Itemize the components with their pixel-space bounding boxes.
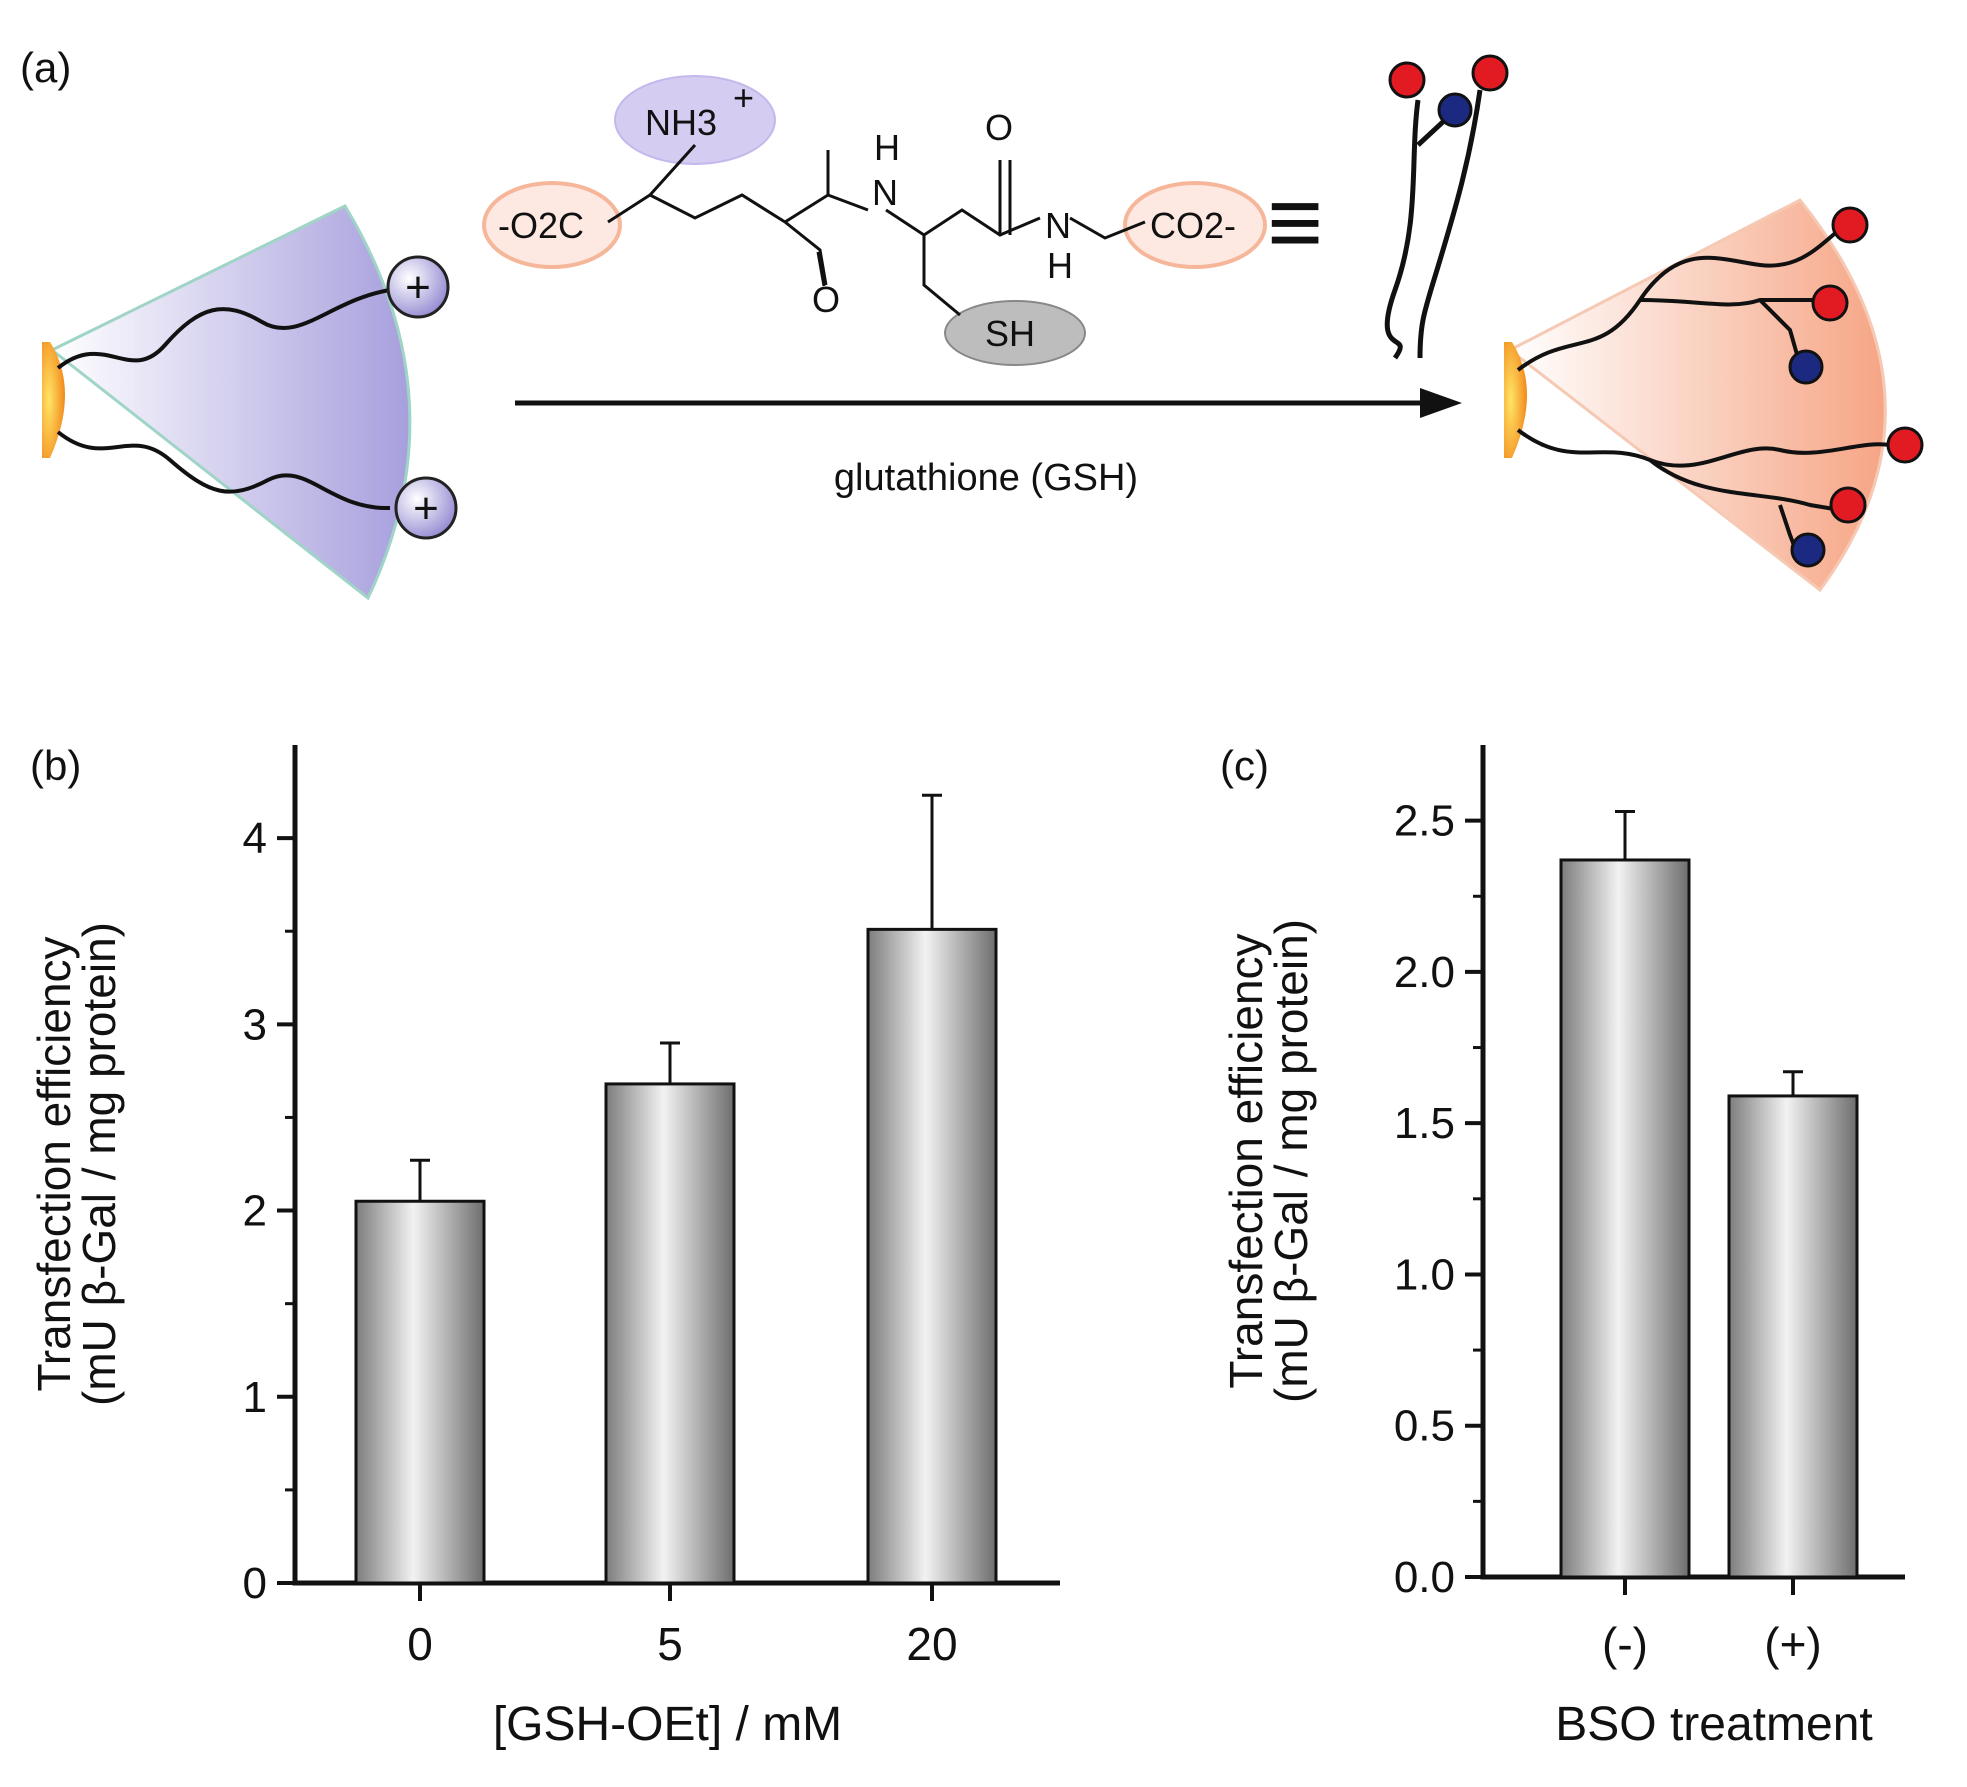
panel-b: (b) 0 1 2 3 4 0 5 20 [GSH-OEt] / mM Transfection … bbox=[28, 742, 1060, 1751]
zwitterion-red-2 bbox=[1811, 284, 1849, 322]
gold-core-left bbox=[42, 342, 65, 458]
chart-b-ylabel-line2: (mU β-Gal / mg protein) bbox=[73, 922, 125, 1406]
chem-o-carbonyl1: O bbox=[812, 279, 840, 320]
chart-c-ytick-label: 0.5 bbox=[1394, 1402, 1455, 1451]
cationic-shell bbox=[49, 204, 412, 601]
chart-b-ytick-label: 2 bbox=[243, 1187, 267, 1236]
thiol-highlight bbox=[944, 300, 1086, 366]
chart-c-ytick-label: 1.5 bbox=[1394, 1099, 1455, 1148]
carboxyl-right-highlight bbox=[1123, 181, 1267, 269]
chart-b-xtick-label: 5 bbox=[657, 1618, 683, 1670]
chem-carboxyl-left: -O2C bbox=[498, 205, 584, 246]
glutathione-structure: NH3 + -O2C CO2- N H N H O O SH bbox=[482, 75, 1267, 366]
chem-n-amide2: N bbox=[1045, 205, 1071, 246]
cationic-nanoparticle: + + bbox=[42, 204, 458, 601]
gsh-icon-carboxyl-left bbox=[1388, 61, 1426, 99]
reagent-label: glutathione (GSH) bbox=[834, 457, 1138, 499]
ligand-chain-lower bbox=[56, 430, 391, 511]
chart-c-error-bar bbox=[1783, 1070, 1803, 1096]
chart-c-xtick-label: (+) bbox=[1764, 1618, 1822, 1670]
chart-b-error-bar bbox=[922, 793, 942, 930]
chart-c-bar bbox=[1559, 858, 1691, 1579]
plus-sign-upper: + bbox=[405, 263, 431, 312]
reaction-arrowhead bbox=[1420, 388, 1462, 418]
plus-sign-lower: + bbox=[413, 484, 439, 533]
chart-c-ytick-label: 1.0 bbox=[1394, 1250, 1455, 1299]
chart-b-xtick-label: 20 bbox=[906, 1618, 957, 1670]
chart-b-error-bar bbox=[410, 1158, 430, 1202]
chart-c: 0.0 0.5 1.0 1.5 2.0 2.5 (-) (+) BSO treatment Tra… bbox=[1220, 745, 1905, 1751]
ligand-chain-upper bbox=[56, 288, 391, 370]
cationic-headgroup-upper bbox=[386, 255, 450, 319]
double-bond-1 bbox=[816, 251, 826, 287]
chem-nh3: NH3 bbox=[645, 102, 717, 143]
chart-c-xtick-label: (-) bbox=[1602, 1618, 1648, 1670]
chart-b-ylabel-line1: Transfection efficiency bbox=[28, 936, 80, 1391]
chem-o-carbonyl2: O bbox=[985, 107, 1013, 148]
chart-c-ytick-label: 2.5 bbox=[1394, 797, 1455, 846]
amine-highlight bbox=[614, 75, 776, 165]
carboxyl-left-highlight bbox=[482, 181, 622, 269]
chart-c-bar bbox=[1727, 1094, 1859, 1579]
chart-b: 0 1 2 3 4 0 5 20 [GSH-OEt] / mM Transfection effi… bbox=[28, 745, 1060, 1751]
chart-b-error-bar bbox=[660, 1041, 680, 1084]
panel-c-label: (c) bbox=[1220, 742, 1269, 789]
chem-h-amide1: H bbox=[874, 127, 900, 168]
chart-c-ylabel-line1: Transfection efficiency bbox=[1220, 933, 1272, 1388]
cationic-headgroup-lower bbox=[394, 476, 458, 540]
zwitterion-blue-1 bbox=[1788, 349, 1824, 385]
zwitterionic-shell bbox=[1507, 198, 1887, 593]
chart-b-ytick-label: 0 bbox=[243, 1559, 267, 1608]
chart-b-ytick-label: 4 bbox=[243, 814, 267, 863]
chart-c-ytick-label: 0.0 bbox=[1394, 1553, 1455, 1602]
chart-c-xlabel: BSO treatment bbox=[1555, 1698, 1872, 1751]
chart-c-error-bar bbox=[1615, 810, 1635, 860]
panel-a-label: (a) bbox=[20, 44, 71, 91]
zwitterion-red-1 bbox=[1831, 206, 1869, 244]
gsh-icon bbox=[1384, 54, 1509, 360]
panel-c: (c) 0.0 0.5 1.0 1.5 2.0 2.5 (-) (+) BSO treatmen… bbox=[1220, 742, 1905, 1751]
chem-h-amide2: H bbox=[1047, 245, 1073, 286]
chart-b-bar bbox=[866, 927, 998, 1585]
chart-b-bar bbox=[604, 1082, 736, 1585]
panel-a: (a) + + NH3 + -O2C CO2- N H N H O bbox=[20, 44, 1924, 601]
chart-b-xtick-label: 0 bbox=[407, 1618, 433, 1670]
chem-sh: SH bbox=[985, 313, 1035, 354]
chart-c-ytick-label: 2.0 bbox=[1394, 948, 1455, 997]
chart-b-ytick-label: 3 bbox=[243, 1000, 267, 1049]
gsh-icon-carboxyl-right bbox=[1471, 54, 1509, 92]
gsh-icon-amine bbox=[1437, 92, 1473, 128]
gold-core-right bbox=[1504, 342, 1527, 458]
chem-n-amide1: N bbox=[872, 172, 898, 213]
panel-b-label: (b) bbox=[30, 742, 81, 789]
chart-c-ylabel-line2: (mU β-Gal / mg protein) bbox=[1265, 919, 1317, 1403]
zwitterion-blue-2 bbox=[1790, 532, 1826, 568]
chem-nh3-charge: + bbox=[733, 77, 754, 118]
zwitterion-red-3 bbox=[1886, 426, 1924, 464]
zwitterion-red-4 bbox=[1829, 486, 1867, 524]
chart-b-ytick-label: 1 bbox=[243, 1373, 267, 1422]
chart-b-bar bbox=[354, 1199, 486, 1585]
equivalence-symbol: ≡ bbox=[1267, 169, 1323, 276]
backbone-bonds bbox=[607, 143, 1146, 317]
chem-carboxyl-right: CO2- bbox=[1150, 205, 1236, 246]
chart-b-xlabel: [GSH-OEt] / mM bbox=[493, 1698, 842, 1751]
zwitterionic-nanoparticle bbox=[1504, 198, 1924, 593]
